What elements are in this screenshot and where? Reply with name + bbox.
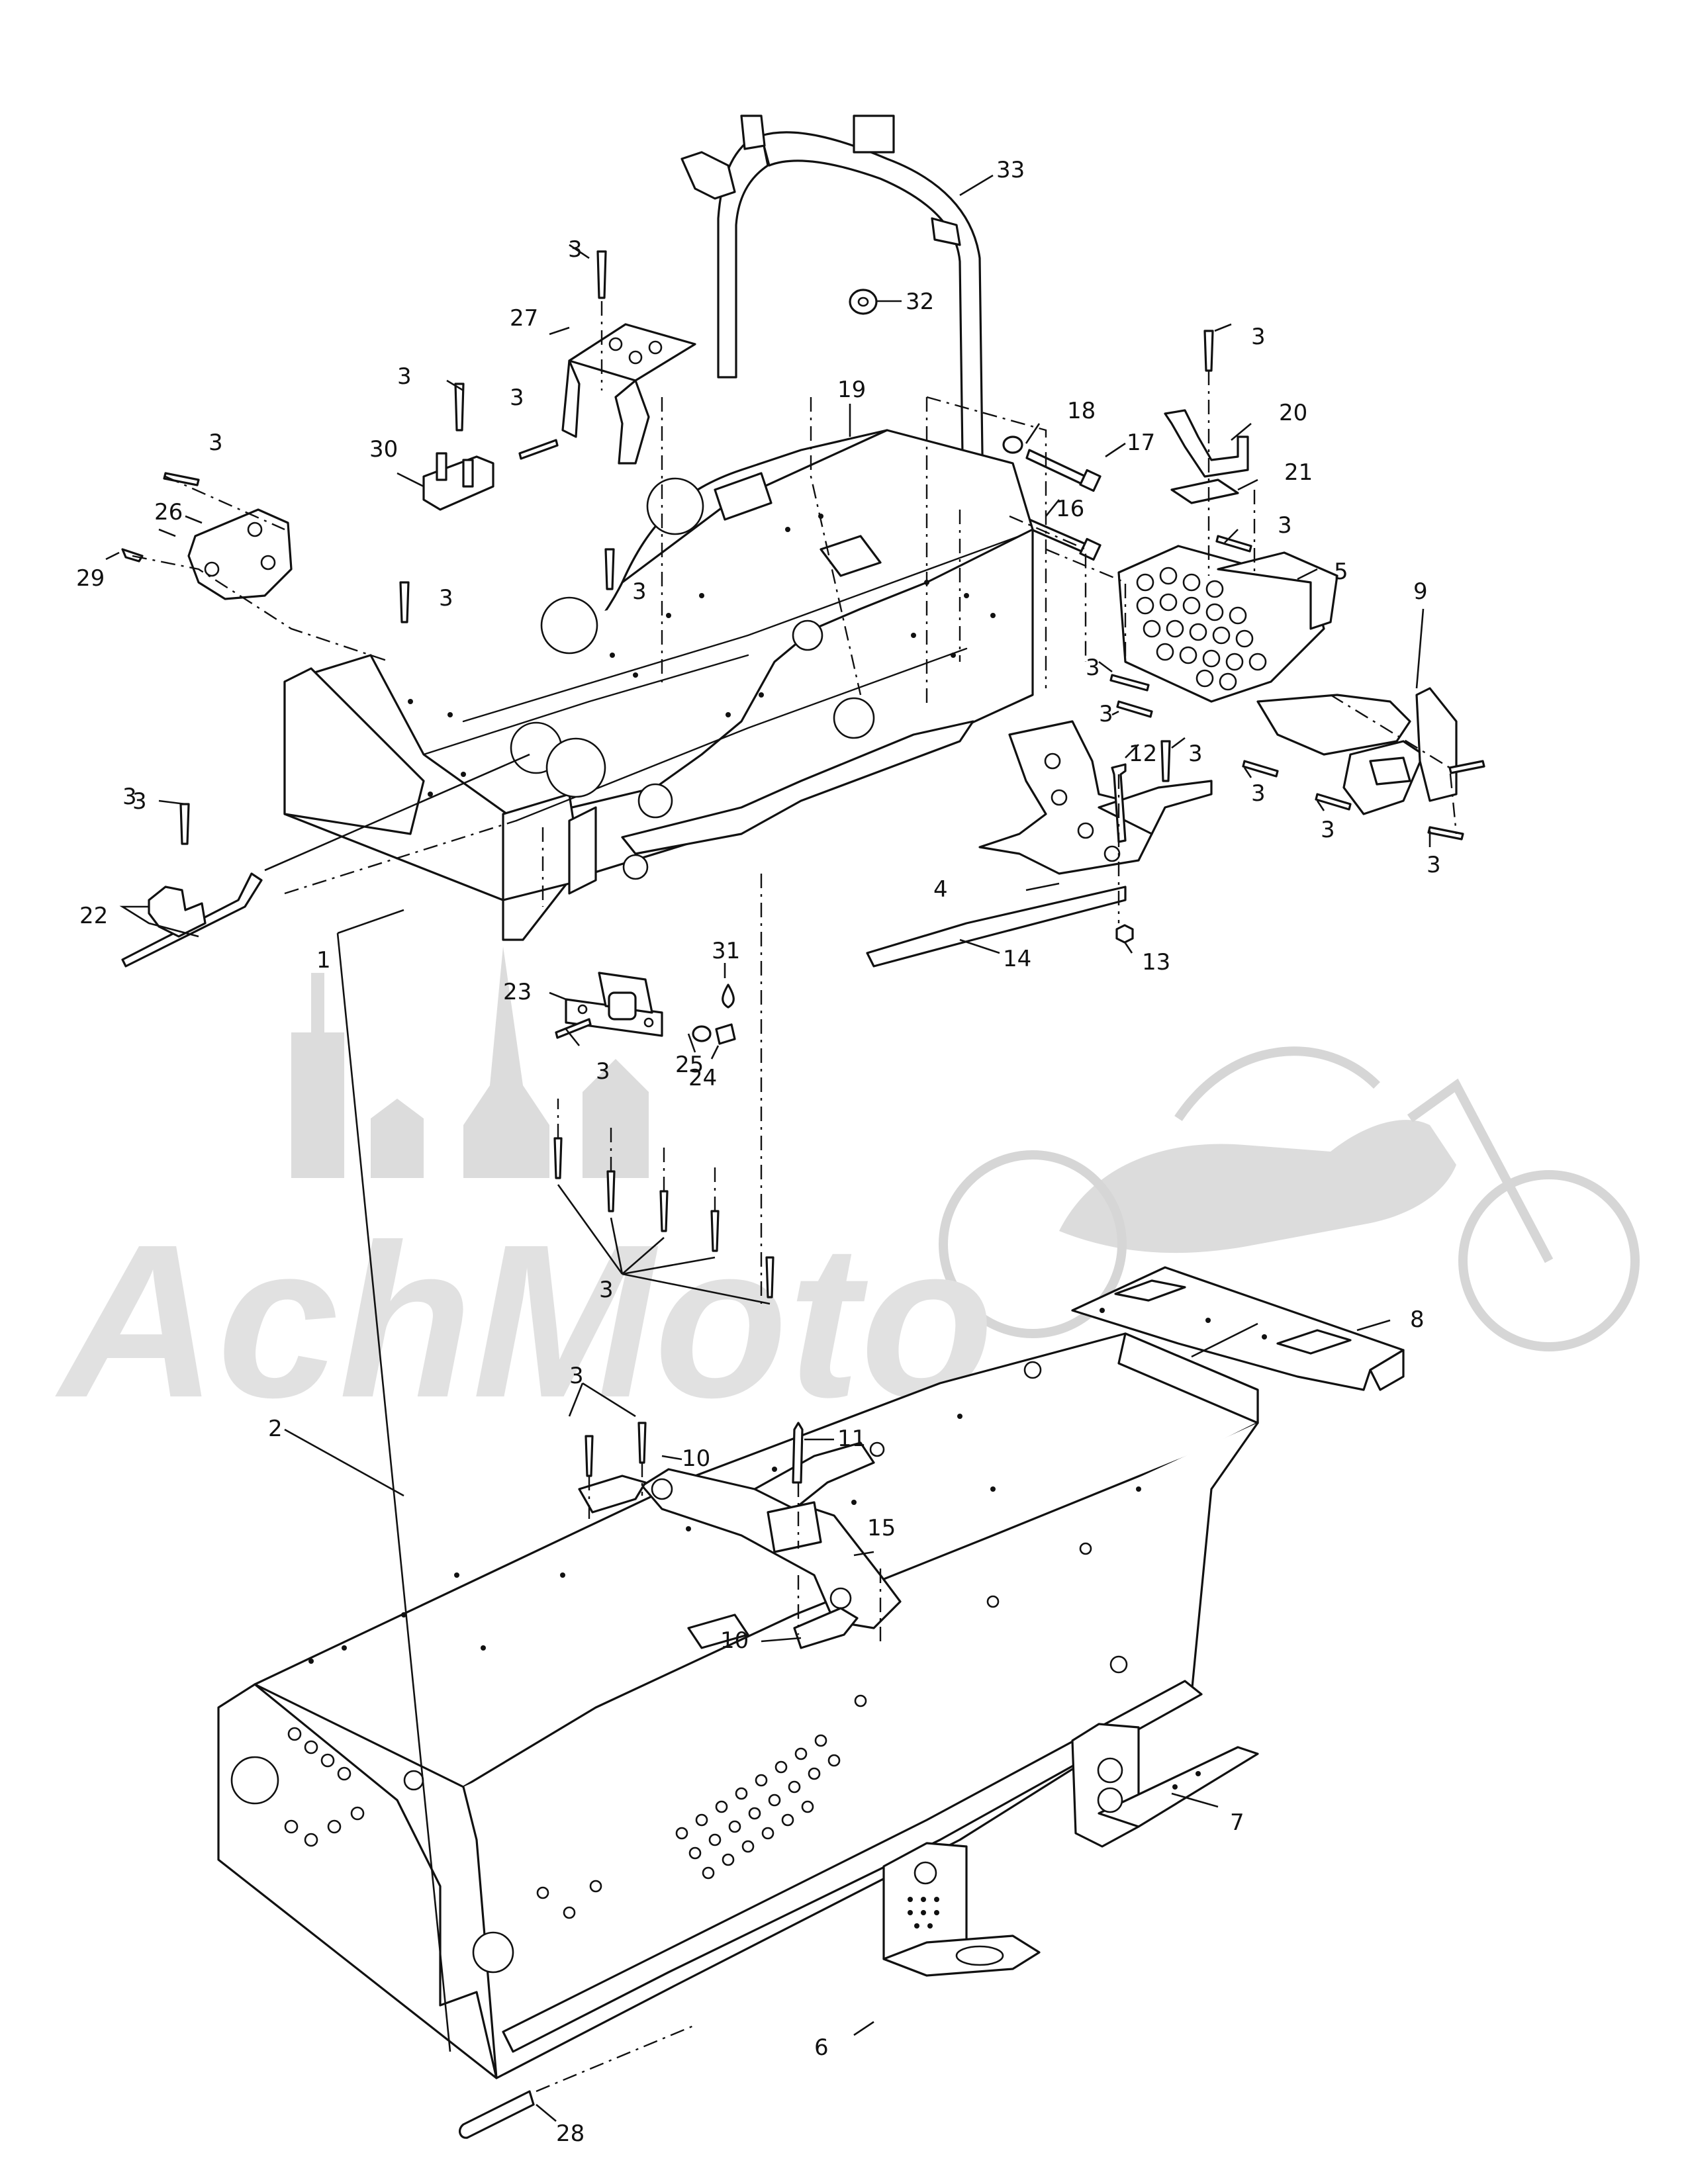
callout-3: 3 [599, 1277, 614, 1303]
callout-16: 16 [1056, 496, 1084, 522]
part-4-footrest-bracket [978, 720, 1213, 875]
callout-28: 28 [556, 2120, 585, 2147]
watermark-front-wheel [1458, 1170, 1640, 1351]
part-10-slider-upper [578, 1475, 647, 1514]
callout-15: 15 [867, 1515, 896, 1541]
callout-5: 5 [1334, 559, 1348, 585]
callout-8: 8 [1410, 1306, 1425, 1333]
callout-3: 3 [1099, 701, 1113, 727]
part-5-perforated-guard [1117, 545, 1338, 703]
part-17-bolt [1025, 449, 1102, 492]
callout-29: 29 [76, 565, 105, 592]
callout-10-upper: 10 [682, 1445, 710, 1472]
callout-3: 3 [1427, 852, 1441, 878]
callout-3: 3 [209, 430, 223, 456]
watermark-fork [1407, 1078, 1554, 1263]
callout-18: 18 [1067, 398, 1096, 424]
part-22-rod-and-clip [121, 872, 263, 968]
part-6-support-bracket [882, 1842, 1041, 1977]
part-25-washer [692, 1025, 712, 1042]
callout-10-lower: 10 [720, 1627, 749, 1654]
callout-3: 3 [1251, 780, 1266, 807]
callout-24: 24 [688, 1065, 717, 1091]
callout-3: 3 [569, 1363, 584, 1389]
callout-11: 11 [837, 1426, 866, 1452]
part-11-rivet [792, 1422, 804, 1484]
callout-27: 27 [510, 305, 538, 332]
part-31-adhesive-drop [722, 983, 735, 1009]
callout-2: 2 [268, 1416, 283, 1442]
callout-26: 26 [154, 499, 183, 525]
part-8-rear-plate [1071, 1266, 1405, 1391]
part-26-mount-plate [187, 508, 293, 600]
callout-3: 3 [397, 363, 412, 390]
part-3-rivets [163, 250, 1485, 1477]
watermark-motorcycle-body [1059, 1120, 1456, 1253]
assembly-lines [132, 301, 1458, 2093]
watermark-handlebar [1174, 1046, 1380, 1121]
part-13-nut [1115, 924, 1134, 944]
watermark-rear-wheel [939, 1150, 1127, 1338]
callout-13: 13 [1142, 949, 1170, 976]
part-28-plug [459, 2090, 535, 2139]
callout-3: 3 [1188, 741, 1203, 767]
callout-3: 3 [596, 1058, 610, 1085]
callout-4: 4 [933, 876, 948, 903]
callout-3: 3 [632, 578, 647, 605]
callout-25: 25 [675, 1052, 704, 1078]
part-27-bracket [561, 323, 696, 465]
watermark-text: AchMoto [53, 1199, 994, 1443]
part-29-rivet [121, 548, 144, 563]
callout-30: 30 [369, 436, 398, 463]
callout-33: 33 [996, 157, 1025, 183]
callout-3: 3 [568, 236, 583, 263]
watermark-castle [291, 946, 649, 1178]
part-7-angle-bracket [1071, 1723, 1259, 1848]
callout-3: 3 [122, 784, 137, 810]
callout-32: 32 [906, 289, 934, 315]
part-9-side-bracket [1256, 687, 1458, 815]
part-33-rear-grab-handle [680, 114, 984, 516]
part-20-clip [1164, 409, 1249, 478]
part-10-slider-lower [793, 1607, 859, 1649]
part-1-chassis-frame [283, 429, 1034, 941]
callout-14: 14 [1003, 946, 1031, 972]
callout-6: 6 [814, 2034, 829, 2061]
callout-3: 3 [1321, 817, 1335, 843]
part-24-screw [715, 1023, 736, 1045]
part-32-grommet-hole [857, 296, 869, 307]
part-21-spacer-plate [1170, 478, 1239, 504]
callout-31: 31 [712, 938, 740, 964]
watermark: AchMoto [53, 946, 1640, 1443]
callout-3: 3 [1251, 324, 1266, 350]
callout-17: 17 [1127, 430, 1155, 456]
callout-23: 23 [503, 979, 532, 1005]
callout-3: 3 [1278, 512, 1292, 539]
callout-3: 3 [510, 385, 524, 411]
part-2-tunnel [217, 1332, 1259, 2079]
part-23-hinge [565, 972, 663, 1037]
part-15-cross-member [641, 1441, 902, 1629]
callout-3: 3 [132, 788, 147, 815]
callout-21: 21 [1284, 459, 1313, 486]
part-30-terminal-block [422, 452, 494, 511]
part-2-rivet-pattern [284, 1542, 1092, 1919]
callout-12: 12 [1129, 741, 1157, 767]
callout-20: 20 [1279, 400, 1307, 426]
leader-lines [105, 174, 1431, 2122]
part-12-bolt [1111, 763, 1127, 843]
callout-7: 7 [1230, 1809, 1244, 1836]
callout-1: 1 [316, 947, 331, 974]
callout-3: 3 [439, 585, 453, 612]
callout-3: 3 [1086, 655, 1100, 681]
part-14-rail-strip [866, 886, 1127, 968]
callout-19: 19 [837, 377, 866, 403]
callout-9: 9 [1413, 578, 1428, 605]
callout-22: 22 [79, 903, 108, 929]
callout-labels: 33 32 27 30 26 29 19 18 17 16 20 21 5 9 … [76, 157, 1441, 2147]
part-18-washer-upper [1002, 435, 1023, 454]
part-5-holes [1136, 567, 1267, 691]
